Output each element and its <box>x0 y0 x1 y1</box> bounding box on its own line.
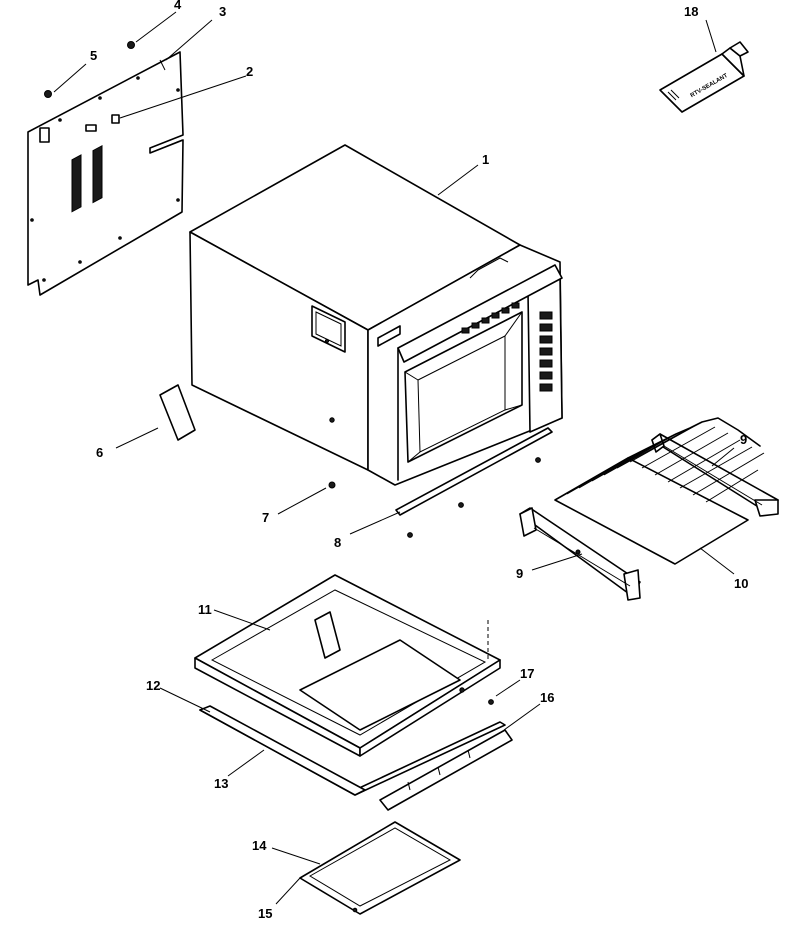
callout-18: 18 <box>684 4 698 19</box>
screw-5 <box>44 90 52 98</box>
oven-cabinet <box>189 144 563 486</box>
callout-17: 17 <box>520 666 534 681</box>
callout-4: 4 <box>174 0 182 12</box>
leader-lines <box>53 11 735 905</box>
bottom-plate <box>199 705 366 796</box>
callout-12: 12 <box>146 678 160 693</box>
callout-14: 14 <box>252 838 267 853</box>
callout-2: 2 <box>246 64 253 79</box>
callout-6: 6 <box>96 445 103 460</box>
back-panel <box>27 51 184 296</box>
callout-10: 10 <box>734 576 748 591</box>
callout-13: 13 <box>214 776 228 791</box>
callout-labels: 1 2 3 4 5 6 7 8 9 9 10 11 12 13 14 15 16… <box>90 0 748 921</box>
seal-strip <box>395 427 553 538</box>
sealant-tube: RTV-SEALANT <box>659 41 749 113</box>
callout-11: 11 <box>198 602 212 617</box>
wire-rack <box>554 417 765 565</box>
rack-rail-upper <box>651 433 779 517</box>
screw-4 <box>127 41 135 49</box>
rack-rail-lower <box>519 507 641 601</box>
callout-1: 1 <box>482 152 489 167</box>
front-strip <box>379 729 513 811</box>
screw-17 <box>488 699 494 705</box>
callout-16: 16 <box>540 690 554 705</box>
callout-9-lower: 9 <box>516 566 523 581</box>
callout-15: 15 <box>258 906 272 920</box>
callout-9-upper: 9 <box>740 432 747 447</box>
callout-3: 3 <box>219 4 226 19</box>
callout-8: 8 <box>334 535 341 550</box>
drip-tray <box>299 821 461 915</box>
callout-7: 7 <box>262 510 269 525</box>
screw-7 <box>328 481 336 489</box>
base-frame <box>194 574 501 757</box>
callout-5: 5 <box>90 48 97 63</box>
vent-slots <box>71 144 103 213</box>
access-cover <box>159 384 196 441</box>
